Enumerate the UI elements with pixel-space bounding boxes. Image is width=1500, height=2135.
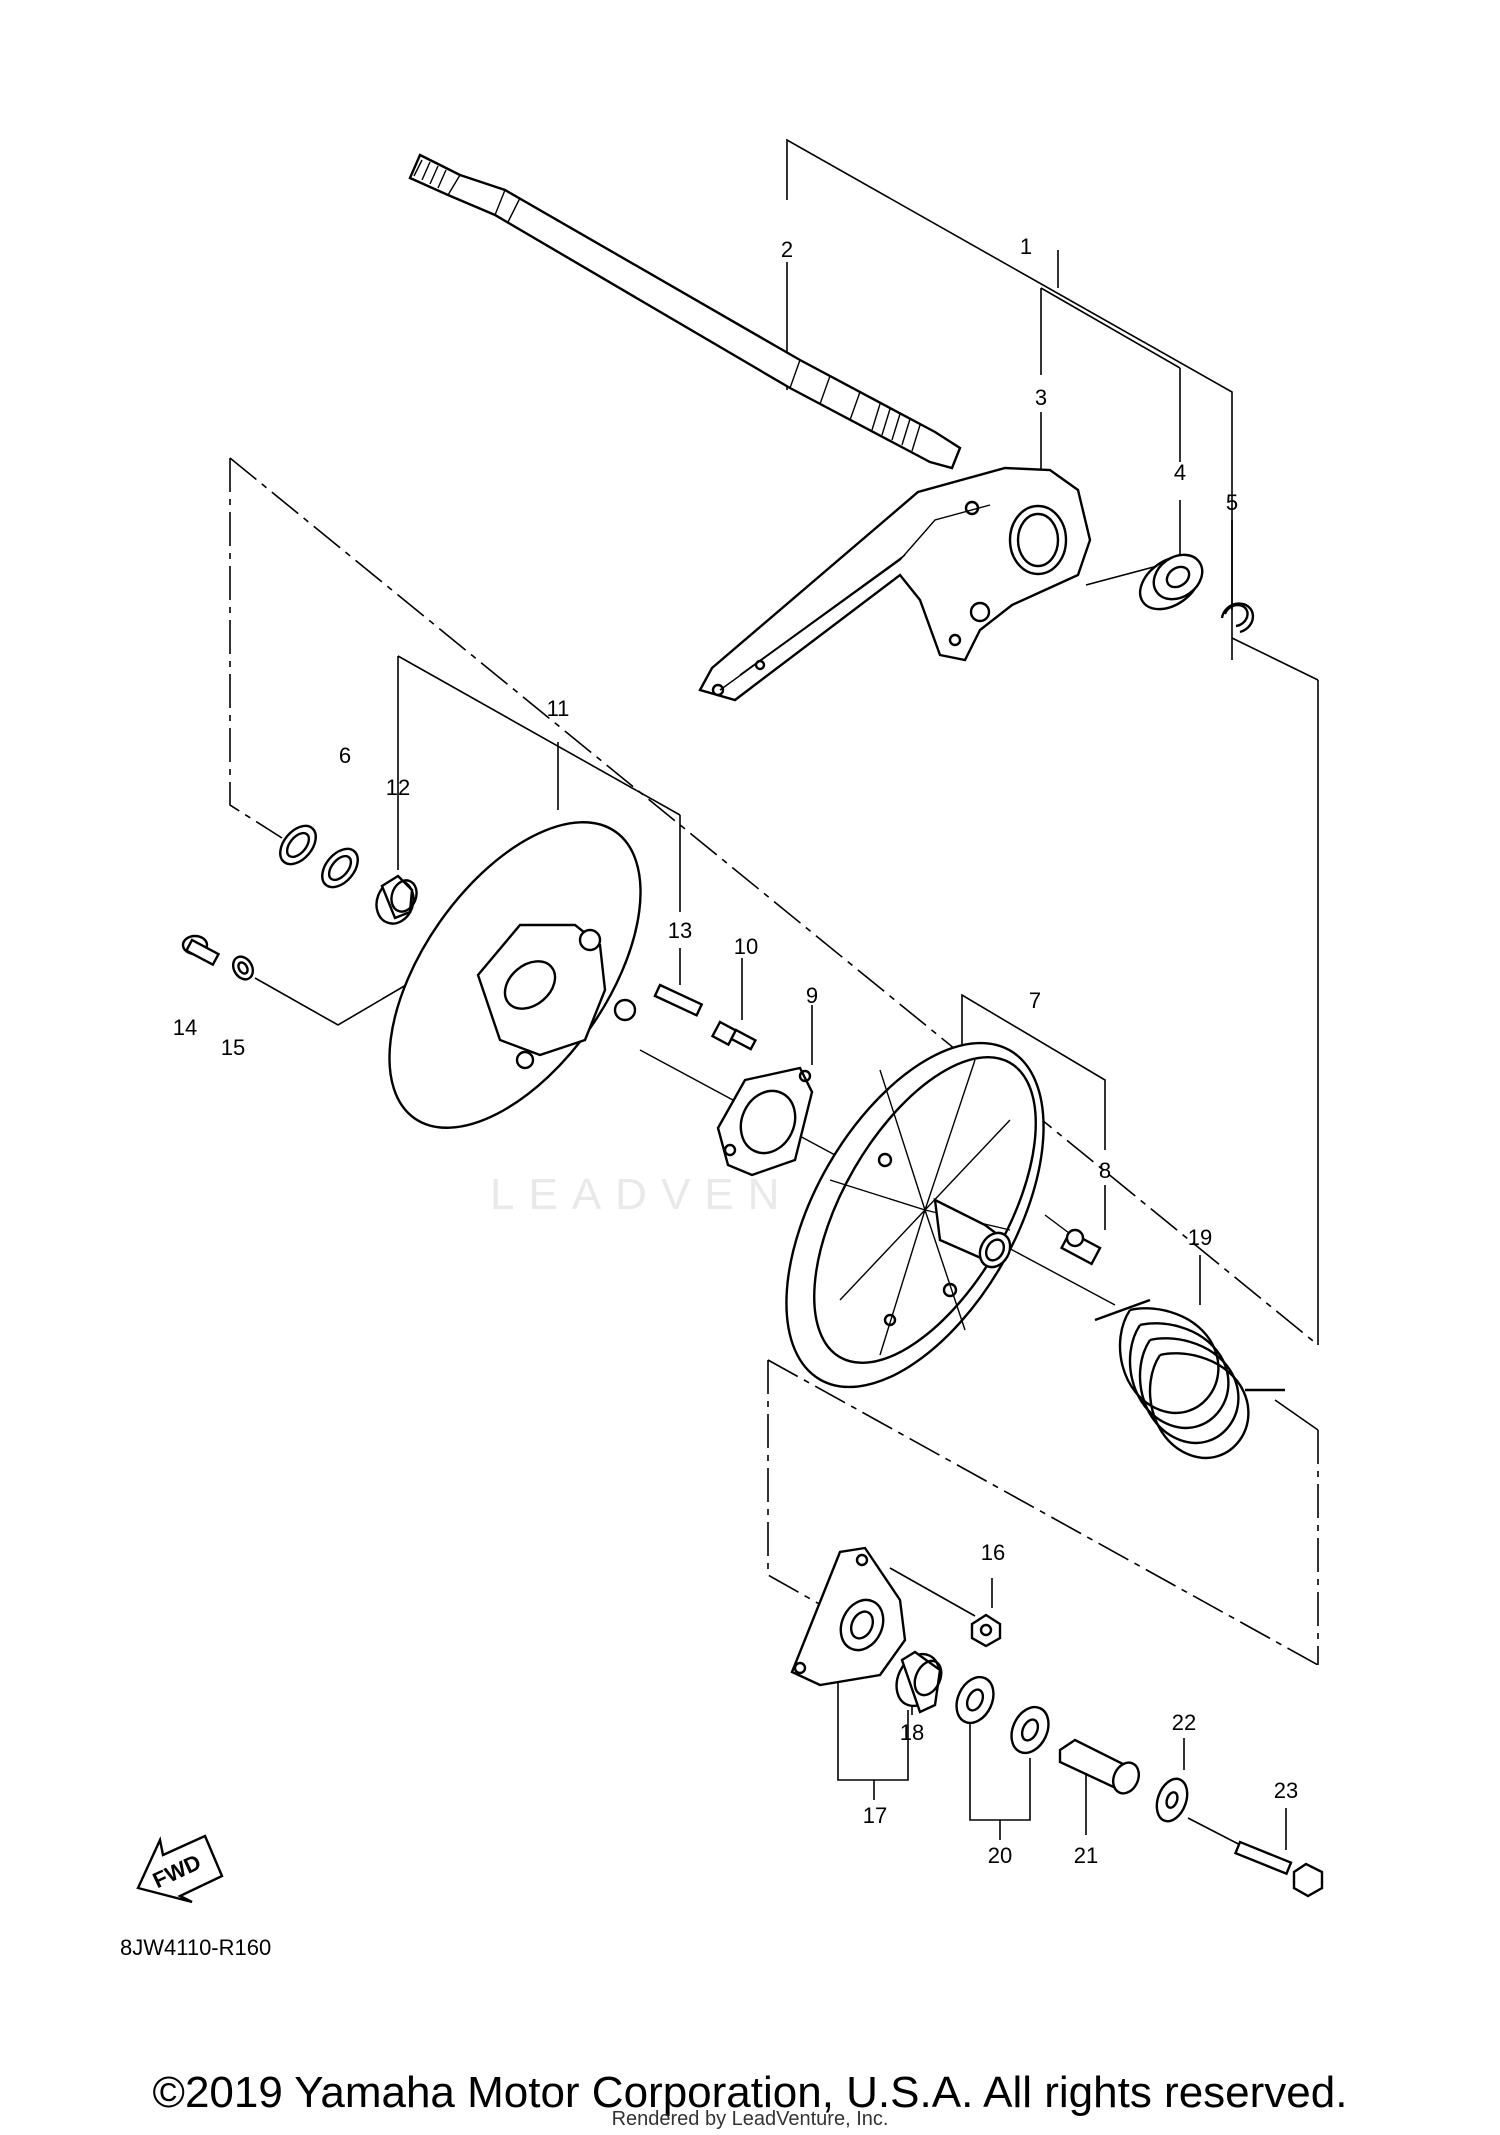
circlip bbox=[1220, 602, 1255, 634]
callout-7: 7 bbox=[1029, 988, 1041, 1013]
flat-washer bbox=[1155, 1777, 1189, 1823]
fixed-sheave bbox=[388, 821, 642, 1129]
small-washer bbox=[231, 955, 255, 981]
torsion-spring bbox=[1094, 1298, 1285, 1460]
stud bbox=[653, 983, 704, 1017]
callout-23: 23 bbox=[1274, 1778, 1298, 1803]
callout-14: 14 bbox=[173, 1015, 197, 1040]
small-bearing bbox=[895, 1650, 943, 1714]
arm-bracket bbox=[698, 466, 1092, 702]
movable-sheave bbox=[785, 1041, 1045, 1389]
exploded-view-diagram: FWD 1 2 3 4 5 6 7 8 9 10 11 12 13 14 15 … bbox=[120, 138, 1324, 1960]
callout-16: 16 bbox=[981, 1540, 1005, 1565]
cover-assembly bbox=[790, 1546, 907, 1687]
shaft bbox=[408, 153, 962, 470]
callout-13: 13 bbox=[668, 918, 692, 943]
callout-11: 11 bbox=[547, 696, 570, 721]
flange-bolt bbox=[181, 934, 221, 967]
bolt bbox=[710, 1020, 758, 1051]
callout-17: 17 bbox=[863, 1803, 887, 1828]
callout-10: 10 bbox=[734, 934, 758, 959]
spacer-washers bbox=[955, 1675, 1050, 1755]
copyright-notice: ©2019 Yamaha Motor Corporation, U.S.A. A… bbox=[152, 2068, 1348, 2117]
nut bbox=[970, 1613, 1002, 1648]
callout-8: 8 bbox=[1099, 1158, 1111, 1183]
bushing bbox=[375, 874, 418, 925]
collar bbox=[1058, 1738, 1141, 1795]
callout-3: 3 bbox=[1035, 385, 1047, 410]
callout-2: 2 bbox=[781, 237, 793, 262]
long-bolt bbox=[1233, 1840, 1324, 1898]
callout-4: 4 bbox=[1174, 460, 1186, 485]
slider-pin bbox=[1059, 1228, 1102, 1266]
washers bbox=[279, 824, 359, 889]
callout-numbers: 1 2 3 4 5 6 7 8 9 10 11 12 13 14 15 16 1… bbox=[173, 234, 1298, 1868]
callout-1: 1 bbox=[1020, 234, 1032, 259]
callout-21: 21 bbox=[1074, 1843, 1098, 1868]
fwd-arrow: FWD bbox=[136, 1834, 224, 1904]
callout-12: 12 bbox=[386, 775, 410, 800]
callout-19: 19 bbox=[1188, 1225, 1212, 1250]
callout-18: 18 bbox=[900, 1720, 924, 1745]
callout-9: 9 bbox=[806, 983, 818, 1008]
gasket bbox=[716, 1066, 814, 1177]
leader-lines bbox=[229, 138, 1319, 1851]
callout-22: 22 bbox=[1172, 1710, 1196, 1735]
callout-20: 20 bbox=[988, 1843, 1012, 1868]
callout-5: 5 bbox=[1226, 490, 1238, 515]
rendered-by-credit: Rendered by LeadVenture, Inc. bbox=[611, 2108, 889, 2130]
diagram-code: 8JW4110-R160 bbox=[120, 1935, 271, 1960]
bearing bbox=[1138, 553, 1204, 611]
watermark: LEADVEN bbox=[490, 1170, 794, 1219]
callout-6: 6 bbox=[339, 743, 351, 768]
callout-15: 15 bbox=[221, 1035, 245, 1060]
